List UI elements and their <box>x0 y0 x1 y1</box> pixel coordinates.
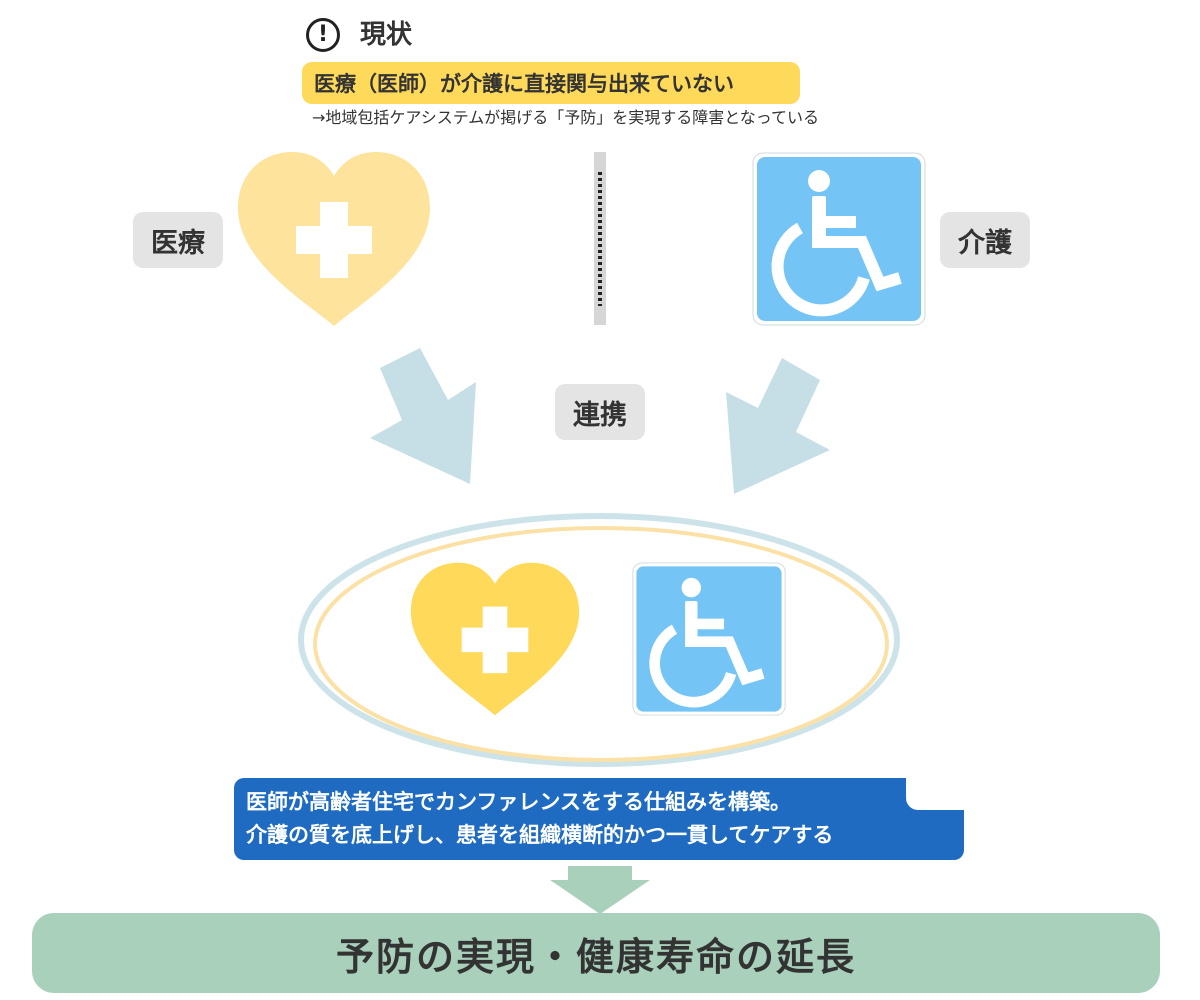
exclamation-circle-icon: ! <box>306 18 340 52</box>
heart-cross-icon <box>410 562 580 716</box>
arrow-down-icon <box>550 866 650 914</box>
problem-statement: 医療（医師）が介護に直接関与出来ていない <box>302 62 800 104</box>
wheelchair-icon <box>752 152 926 326</box>
care-label: 介護 <box>940 212 1030 268</box>
solution-callout: 医師が高齢者住宅でカンファレンスをする仕組みを構築。 介護の質を底上げし、患者を… <box>234 778 964 860</box>
status-title: 現状 <box>360 20 413 50</box>
arrow-down-right-icon <box>370 348 476 484</box>
cooperation-label: 連携 <box>555 384 645 440</box>
integration-ellipse <box>298 513 900 767</box>
medical-label: 医療 <box>133 212 223 268</box>
sub-note: →地域包括ケアシステムが掲げる「予防」を実現する障害となっている <box>312 108 820 127</box>
result-banner: 予防の実現・健康寿命の延長 <box>32 913 1160 993</box>
divider-dots <box>598 172 602 306</box>
wheelchair-icon <box>632 562 786 716</box>
callout-notch <box>906 778 964 810</box>
callout-line-2: 介護の質を底上げし、患者を組織横断的かつ一貫してケアする <box>246 823 834 847</box>
arrow-down-left-icon <box>726 358 830 494</box>
callout-line-1: 医師が高齢者住宅でカンファレンスをする仕組みを構築。 <box>246 790 791 814</box>
heart-cross-icon <box>238 152 430 326</box>
